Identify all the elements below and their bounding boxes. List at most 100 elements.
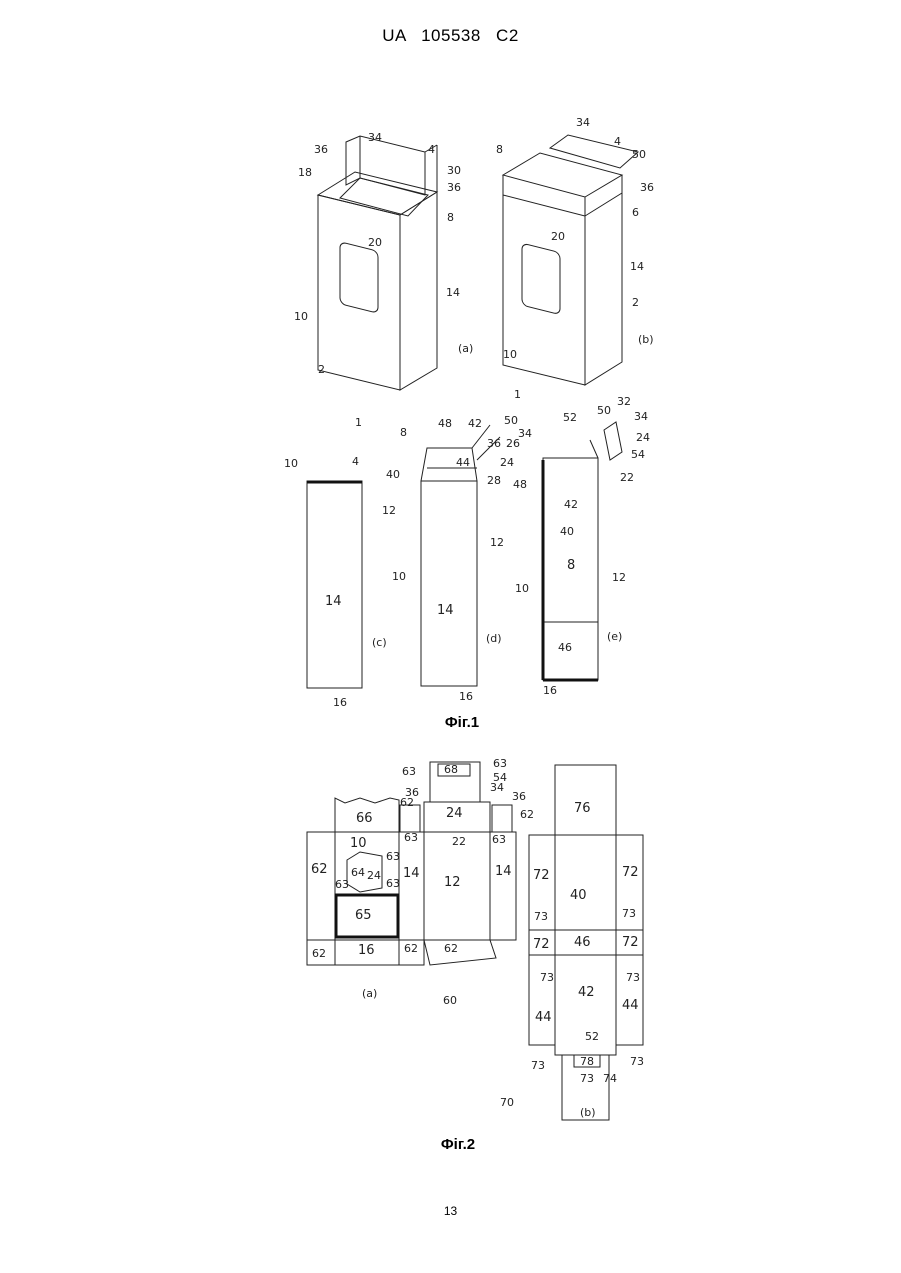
fig1-d-label: 40 [386,468,400,481]
fig2-b-labels: 76 72 40 72 73 73 72 46 72 73 73 42 44 4… [500,801,644,1119]
fig1-d-label: 16 [459,690,473,703]
fig1-b-label: 36 [640,181,654,194]
fig1-a-labels: 36 34 4 18 30 36 8 20 10 14 2 (a) 1 [294,131,473,429]
fig2-a-label: 16 [358,943,375,958]
fig2-a-label: 10 [350,836,367,851]
fig2-b-label: 76 [574,801,591,816]
fig1-a-label: 2 [318,363,325,376]
fig2-a-label: 24 [367,869,381,882]
fig1-d-label: 50 [504,414,518,427]
fig2-a-label: 24 [446,806,463,821]
fig2-b-label: 73 [626,971,640,984]
fig1-b-label: 50 [632,148,646,161]
fig2-b-label: 72 [622,935,639,950]
fig1-b-label: 20 [551,230,565,243]
fig2-b-label: 44 [622,998,639,1013]
fig1-d-label: 34 [518,427,532,440]
fig2-a-label: 12 [444,875,461,890]
fig1-b-label: 6 [632,206,639,219]
fig2-a-label: 62 [444,942,458,955]
fig2-a-label: 60 [443,994,457,1007]
fig2-b-label: 73 [622,907,636,920]
fig2-a-label: 63 [402,765,416,778]
fig2-a-label: 63 [404,831,418,844]
fig1-e-label: 48 [513,478,527,491]
fig1-e-label: 32 [617,395,631,408]
fig2-a-label: 63 [335,878,349,891]
fig2-b-label: 42 [578,985,595,1000]
fig1-a-label: 1 [355,416,362,429]
fig1-a-label: 10 [294,310,308,323]
fig2-a-label: 22 [452,835,466,848]
fig2-a-label: 63 [386,877,400,890]
fig1-c-label: 14 [325,594,342,609]
fig1-c-label: (c) [372,636,387,649]
fig2-b-label: 78 [580,1055,594,1068]
fig1-e-label: 22 [620,471,634,484]
fig1-d-label: 24 [500,456,514,469]
fig1-e-label: 52 [563,411,577,424]
fig1-a-label: 30 [447,164,461,177]
fig2-b-label: 73 [534,910,548,923]
fig1-b-label: 1 [514,388,521,401]
fig1-e-label: 10 [515,582,529,595]
fig1-a-label: 34 [368,131,382,144]
fig1-a-label: 4 [428,143,435,156]
fig2-a-label: 66 [356,811,373,826]
fig2-a-label: 14 [403,866,420,881]
fig2-b-label: 73 [630,1055,644,1068]
fig1-d-label: 8 [400,426,407,439]
fig2-a-label: 62 [404,942,418,955]
fig2-a-label: 63 [492,833,506,846]
fig1-b-box [503,135,638,385]
fig2-b-label: 72 [622,865,639,880]
fig1-b-label: 14 [630,260,644,273]
fig1-a-label: 20 [368,236,382,249]
fig1-e-label: (e) [607,630,622,643]
fig2-caption: Фіг.2 [378,1136,538,1153]
fig1-e-labels: 52 50 32 34 24 54 22 48 42 40 8 12 10 46… [513,395,650,697]
fig1-d-label: 42 [468,417,482,430]
fig2-a-label: (a) [362,987,377,1000]
fig1-b-label: 34 [576,116,590,129]
fig1-e-label: 46 [558,641,572,654]
fig2-a-label: 62 [311,862,328,877]
fig1-a-label: (a) [458,342,473,355]
fig1-d-label: 10 [392,570,406,583]
fig2-a-label: 65 [355,908,372,923]
fig1-d-label: 44 [456,456,470,469]
fig1-d-label: 12 [490,536,504,549]
fig2-b-label: 46 [574,935,591,950]
fig2-b-label: 40 [570,888,587,903]
fig1-c-label: 4 [352,455,359,468]
page-number: 13 [0,1204,901,1218]
fig1-a-label: 14 [446,286,460,299]
fig1-a-open-box [318,136,437,390]
fig2-b-label: 72 [533,868,550,883]
fig2-b-label: 74 [603,1072,617,1085]
fig2-a-label: 63 [386,850,400,863]
fig2-b-label: 73 [580,1072,594,1085]
fig1-e-label: 8 [567,558,575,573]
fig2-a-label: 14 [495,864,512,879]
fig1-d-label: 14 [437,603,454,618]
fig1-e-label: 40 [560,525,574,538]
fig1-a-label: 36 [447,181,461,194]
fig1-e-label: 16 [543,684,557,697]
fig1-e-label: 34 [634,410,648,423]
fig1-e-label: 50 [597,404,611,417]
fig2-a-label: 64 [351,866,365,879]
fig1-e-label: 12 [612,571,626,584]
fig1-d-label: 28 [487,474,501,487]
fig1-c-blank [307,481,362,688]
fig1-e-label: 24 [636,431,650,444]
fig2-a-label: 63 [493,757,507,770]
fig2-b-label: 44 [535,1010,552,1025]
fig1-a-label: 8 [447,211,454,224]
fig2-b-label: 52 [585,1030,599,1043]
fig1-d-label: (d) [486,632,502,645]
fig1-c-label: 10 [284,457,298,470]
fig1-d-labels: 8 48 42 50 36 26 34 44 24 40 28 12 10 14… [386,414,532,703]
fig1-e-label: 54 [631,448,645,461]
